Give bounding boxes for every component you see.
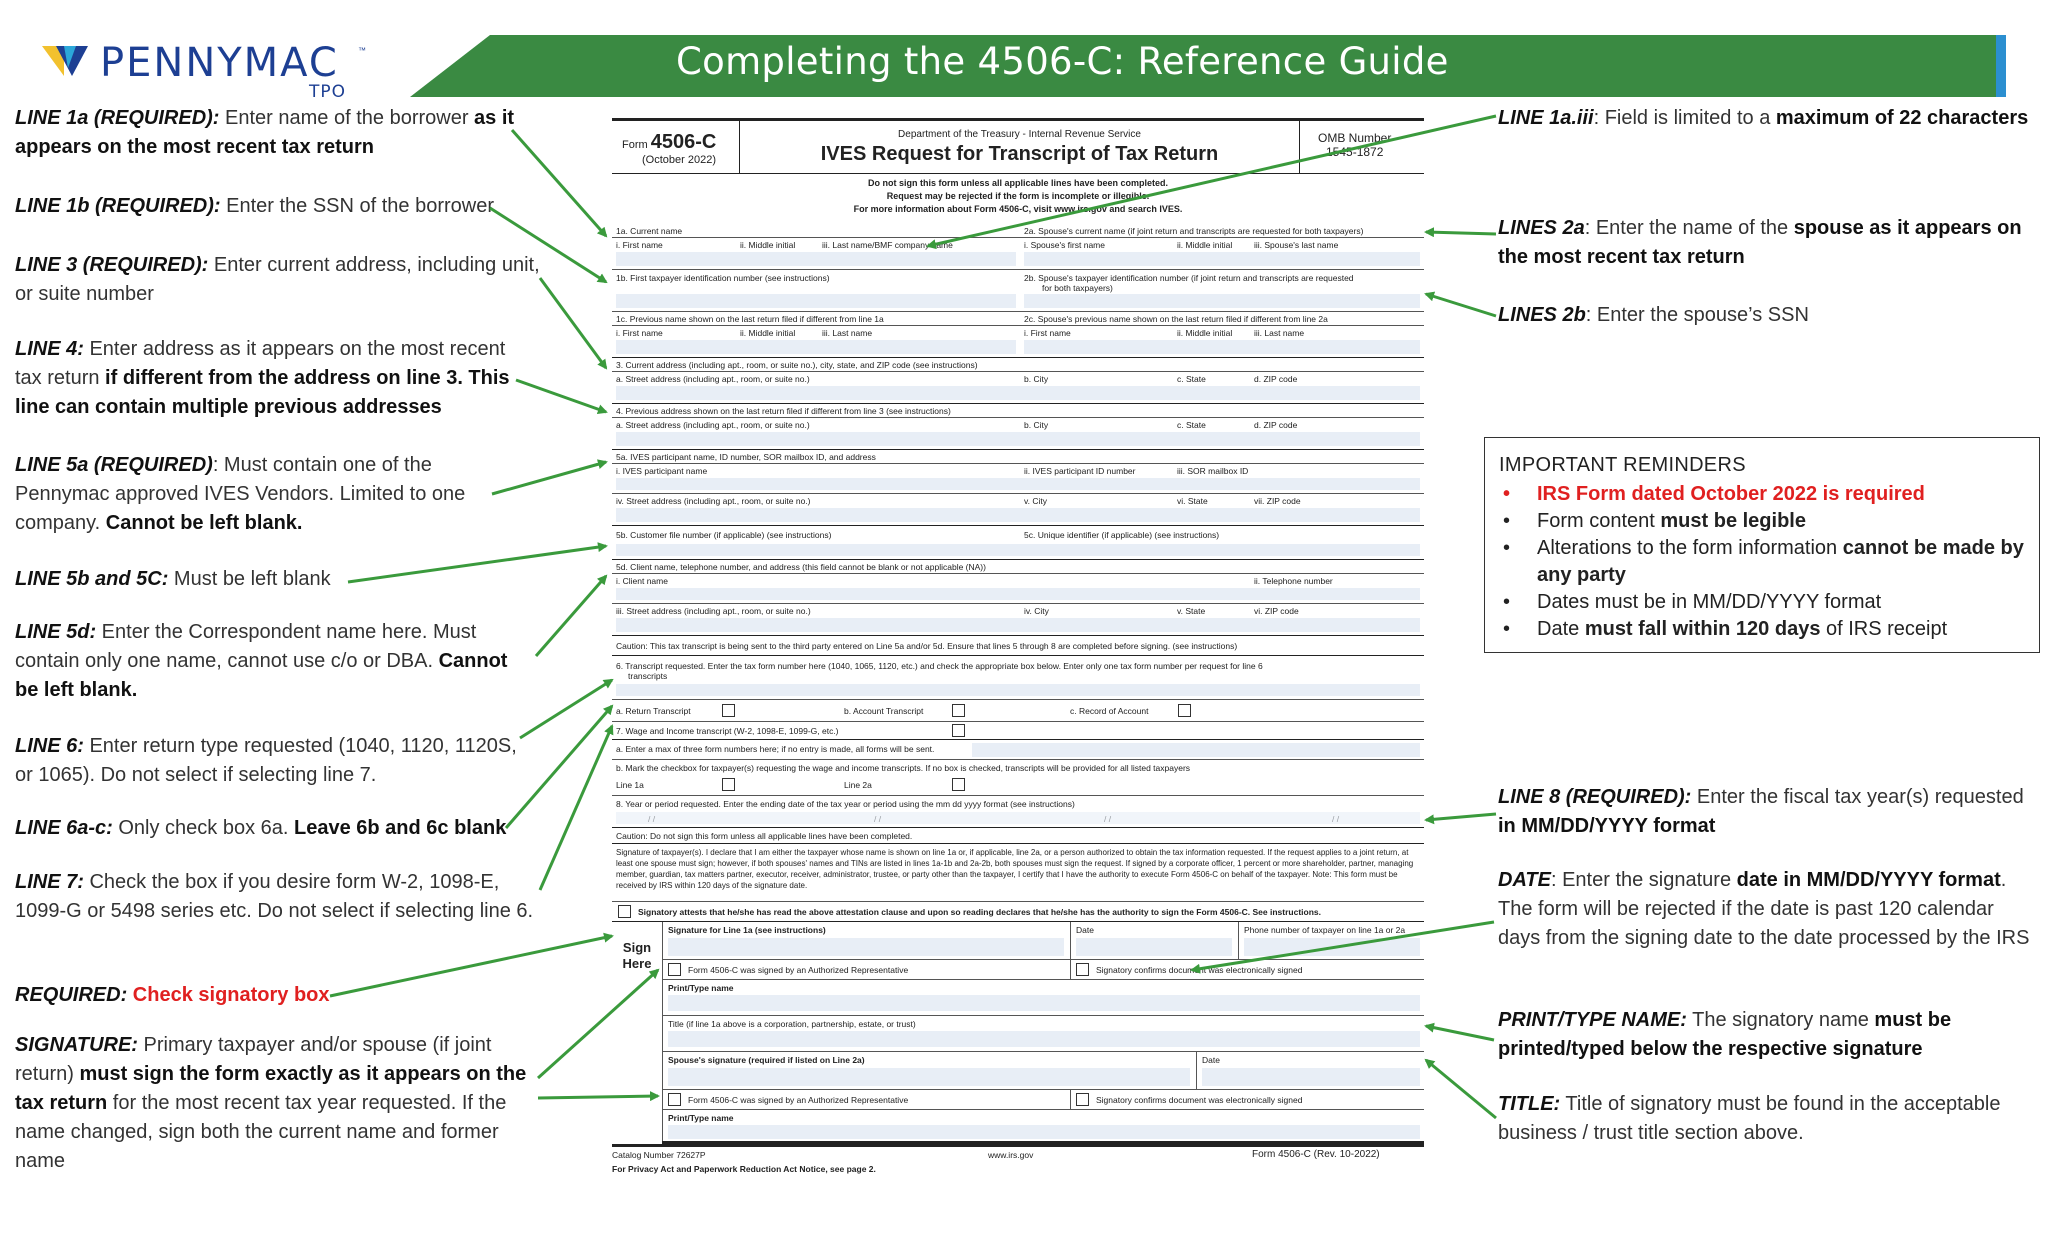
- note-required-signatory: REQUIRED: Check signatory box: [15, 984, 330, 1006]
- note-line-5d: LINE 5d: Enter the Correspondent name he…: [15, 621, 508, 701]
- omb-label: OMB Number: [1318, 131, 1392, 145]
- previous-name-field[interactable]: [616, 340, 1016, 354]
- omb-number: 1545-1872: [1326, 145, 1384, 159]
- client-address-field[interactable]: [616, 618, 1420, 632]
- brand-name: PENNYMAC: [100, 40, 339, 86]
- brand-trademark: ™: [358, 46, 366, 55]
- arrow-line-1a: [510, 129, 608, 238]
- spouse-signature-field[interactable]: [668, 1068, 1190, 1086]
- note-line-7: LINE 7: Check the box if you desire form…: [15, 871, 534, 922]
- print-name-field[interactable]: [668, 995, 1420, 1011]
- reminder-item: Form content must be legible: [1499, 508, 2039, 535]
- reminders-list: IRS Form dated October 2022 is required …: [1499, 481, 2039, 643]
- banner-stripe: [1996, 35, 2006, 97]
- note-line-3: LINE 3 (REQUIRED): Enter current address…: [15, 254, 540, 305]
- current-address-field[interactable]: [616, 386, 1420, 400]
- note-title: TITLE: Title of signatory must be found …: [1498, 1093, 2001, 1144]
- form-title: IVES Request for Transcript of Tax Retur…: [820, 143, 1219, 165]
- note-line-6a-c: LINE 6a-c: Only check box 6a. Leave 6b a…: [15, 817, 507, 839]
- form-instructions: Do not sign this form unless all applica…: [853, 178, 1183, 214]
- arrow-line-8: [1424, 812, 1497, 825]
- reminders-heading: IMPORTANT REMINDERS: [1499, 454, 1746, 476]
- reminder-item: Dates must be in MM/DD/YYYY format: [1499, 589, 2039, 616]
- sign-here-label: Sign Here: [622, 940, 652, 971]
- reminder-item: Date must fall within 120 days of IRS re…: [1499, 616, 2039, 643]
- title-banner: [410, 35, 2006, 97]
- note-line-5b-5c: LINE 5b and 5C: Must be left blank: [15, 568, 331, 590]
- spouse-name-field[interactable]: [1024, 252, 1420, 266]
- ssn-field[interactable]: [616, 294, 1016, 308]
- note-line-4: LINE 4: Enter address as it appears on t…: [15, 338, 510, 418]
- arrow-line-5d: [534, 574, 608, 657]
- tax-period-field[interactable]: [616, 812, 1420, 824]
- arrow-line-3: [538, 277, 608, 370]
- form-numbers-field[interactable]: [972, 743, 1420, 757]
- return-transcript-checkbox[interactable]: [722, 704, 735, 717]
- page-title: Completing the 4506-C: Reference Guide: [676, 40, 1449, 83]
- reminder-item: IRS Form dated October 2022 is required: [1499, 481, 2039, 508]
- form-date: (October 2022): [642, 154, 716, 166]
- print-name-field-2[interactable]: [668, 1125, 1420, 1139]
- client-name-field[interactable]: [616, 588, 1420, 600]
- ives-participant-field[interactable]: [616, 478, 1420, 490]
- form-header: Form 4506-C (October 2022) Department of…: [612, 118, 1424, 174]
- form-department: Department of the Treasury - Internal Re…: [898, 129, 1141, 140]
- ives-address-field[interactable]: [616, 508, 1420, 522]
- arrow-lines-2a: [1424, 227, 1497, 238]
- record-of-account-checkbox[interactable]: [1178, 704, 1191, 717]
- account-transcript-checkbox[interactable]: [952, 704, 965, 717]
- arrow-title: [1424, 1058, 1497, 1120]
- note-signature: SIGNATURE: Primary taxpayer and/or spous…: [15, 1034, 527, 1172]
- arrow-line-7: [538, 724, 614, 891]
- signature-declaration: Signature of taxpayer(s). I declare that…: [616, 848, 1414, 890]
- arrow-lines-2b: [1424, 291, 1497, 318]
- authorized-rep-checkbox-2[interactable]: [668, 1093, 681, 1106]
- current-name-field[interactable]: [616, 252, 1016, 266]
- note-date: DATE: Enter the signature date in MM/DD/…: [1498, 869, 2030, 949]
- signatory-attest-checkbox[interactable]: [618, 905, 631, 918]
- signature-date-field[interactable]: [1076, 938, 1232, 956]
- note-print-type-name: PRINT/TYPE NAME: The signatory name must…: [1498, 1009, 1952, 1060]
- note-line-1a: LINE 1a (REQUIRED): Enter name of the bo…: [15, 107, 515, 158]
- note-line-1b: LINE 1b (REQUIRED): Enter the SSN of the…: [15, 195, 495, 217]
- esign-checkbox[interactable]: [1076, 963, 1089, 976]
- form-number: Form 4506-C: [622, 131, 717, 153]
- brand-sub: TPO: [309, 82, 347, 102]
- signature-line-1a[interactable]: [668, 938, 1064, 956]
- tax-form-number-field[interactable]: [616, 684, 1420, 696]
- form-4506c: Form 4506-C (October 2022) Department of…: [612, 118, 1424, 1174]
- note-line-8: LINE 8 (REQUIRED): Enter the fiscal tax …: [1498, 786, 2024, 837]
- pennymac-logo: PENNYMAC ™ TPO: [42, 38, 372, 102]
- customer-file-field[interactable]: [616, 544, 1420, 556]
- note-lines-2b: LINES 2b: Enter the spouse’s SSN: [1498, 304, 1809, 326]
- reminder-item: Alterations to the form information cann…: [1499, 535, 2039, 589]
- note-line-5a: LINE 5a (REQUIRED): Must contain one of …: [15, 454, 466, 534]
- line-1a-checkbox[interactable]: [722, 778, 735, 791]
- spouse-previous-name-field[interactable]: [1024, 340, 1420, 354]
- note-line-1a-iii: LINE 1a.iii: Field is limited to a maxim…: [1498, 107, 2029, 129]
- line-2a-checkbox[interactable]: [952, 778, 965, 791]
- arrow-print-type-name: [1424, 1022, 1495, 1042]
- spouse-date-field[interactable]: [1202, 1068, 1420, 1086]
- wage-income-checkbox[interactable]: [952, 724, 965, 737]
- spouse-ssn-field[interactable]: [1024, 294, 1420, 308]
- previous-address-field[interactable]: [616, 432, 1420, 446]
- phone-field[interactable]: [1244, 938, 1420, 956]
- esign-checkbox-2[interactable]: [1076, 1093, 1089, 1106]
- note-lines-2a: LINES 2a: Enter the name of the spouse a…: [1498, 217, 2022, 268]
- pennymac-flag-icon: [42, 46, 88, 76]
- note-line-6: LINE 6: Enter return type requested (104…: [15, 735, 517, 786]
- title-field[interactable]: [668, 1031, 1420, 1047]
- important-reminders-box: IMPORTANT REMINDERS IRS Form dated Octob…: [1484, 437, 2040, 653]
- authorized-rep-checkbox[interactable]: [668, 963, 681, 976]
